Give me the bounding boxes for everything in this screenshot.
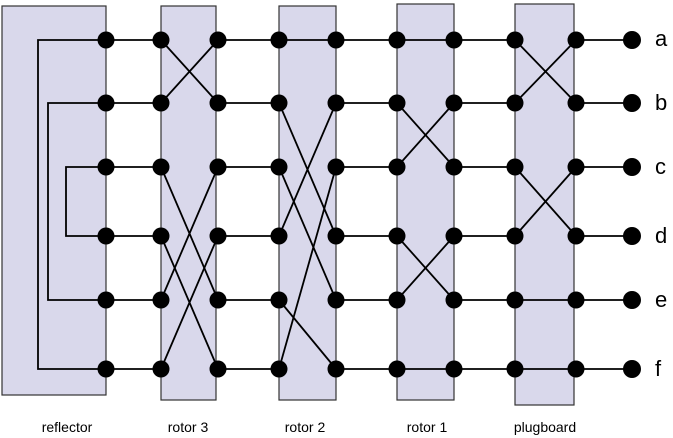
wire-node [270,360,288,378]
wire-node [445,94,463,112]
wire-node [445,360,463,378]
wires [37,39,632,370]
wire-node [270,291,288,309]
line-label-f: f [655,356,662,381]
wire-node [388,227,406,245]
wire-node [97,227,115,245]
wire-node [97,94,115,112]
line-label-c: c [655,154,666,179]
component-box-plugboard [514,3,575,406]
component-label-plugboard: plugboard [514,419,576,435]
wire-node [209,31,227,49]
wire-node [152,94,170,112]
wire-node [152,158,170,176]
wire-node [209,227,227,245]
wire-plugboard [514,39,577,104]
wire-node [506,31,524,49]
line-label-b: b [655,90,667,115]
component-labels: reflector rotor 3 rotor 2 rotor 1 plugbo… [42,419,576,435]
wire-rotor3 [160,166,219,301]
wire-node [388,94,406,112]
wire-node [506,94,524,112]
wire-node [506,158,524,176]
wire-rotor2 [278,166,337,301]
wire-node [445,31,463,49]
wire-node [445,291,463,309]
wire-rotor3 [160,235,219,370]
component-boxes [1,3,575,406]
wire-node [567,94,585,112]
wire-node [388,158,406,176]
line-label-d: d [655,223,667,248]
wire-node [152,31,170,49]
component-box-rotor1 [396,3,455,401]
component-label-rotor-2: rotor 2 [285,419,326,435]
wire-node [506,360,524,378]
wire-node [270,158,288,176]
wire-rotor2 [278,299,337,370]
wire-node [209,94,227,112]
wire-node [152,360,170,378]
wire-node [567,227,585,245]
component-label-reflector: reflector [42,419,93,435]
wire-node [506,227,524,245]
component-box-reflector [1,5,107,396]
reflector-loop [65,166,106,237]
terminal-node-c [623,158,641,176]
wire-node [97,360,115,378]
wire-node [97,291,115,309]
terminal-node-f [623,360,641,378]
line-label-e: e [655,287,667,312]
wire-node [327,291,345,309]
wire-node [270,94,288,112]
wire-node [327,158,345,176]
wire-node [327,227,345,245]
wire-node [445,227,463,245]
wire-node [506,291,524,309]
wire-node [567,360,585,378]
wire-rotor1 [396,235,455,301]
component-box-rotor3 [160,5,217,401]
wire-node [567,291,585,309]
wire-node [270,31,288,49]
wire-node [327,360,345,378]
wire-node [567,31,585,49]
wire-node [388,360,406,378]
reflector-loop [47,102,106,301]
wire-node [209,360,227,378]
wire-node [388,31,406,49]
wire-node [209,291,227,309]
wire-node [270,227,288,245]
component-label-rotor-3: rotor 3 [168,419,209,435]
wire-node [152,291,170,309]
wire-plugboard [514,166,577,237]
wire-rotor3 [160,39,219,104]
wire-node [567,158,585,176]
terminal-node-a [623,31,641,49]
wire-node [97,158,115,176]
component-label-rotor-1: rotor 1 [407,419,448,435]
wire-node [388,291,406,309]
wire-rotor2 [278,166,337,370]
wire-node [445,158,463,176]
wire-node [152,227,170,245]
line-label-a: a [655,26,668,51]
nodes [97,31,641,378]
terminal-node-e [623,291,641,309]
wire-node [327,31,345,49]
wire-node [97,31,115,49]
wire-node [209,158,227,176]
wire-rotor2 [278,102,337,237]
wire-node [327,94,345,112]
reflector-loop [37,39,106,370]
terminal-node-b [623,94,641,112]
line-labels: a b c d e f [655,26,668,381]
wire-rotor1 [396,102,455,168]
terminal-node-d [623,227,641,245]
